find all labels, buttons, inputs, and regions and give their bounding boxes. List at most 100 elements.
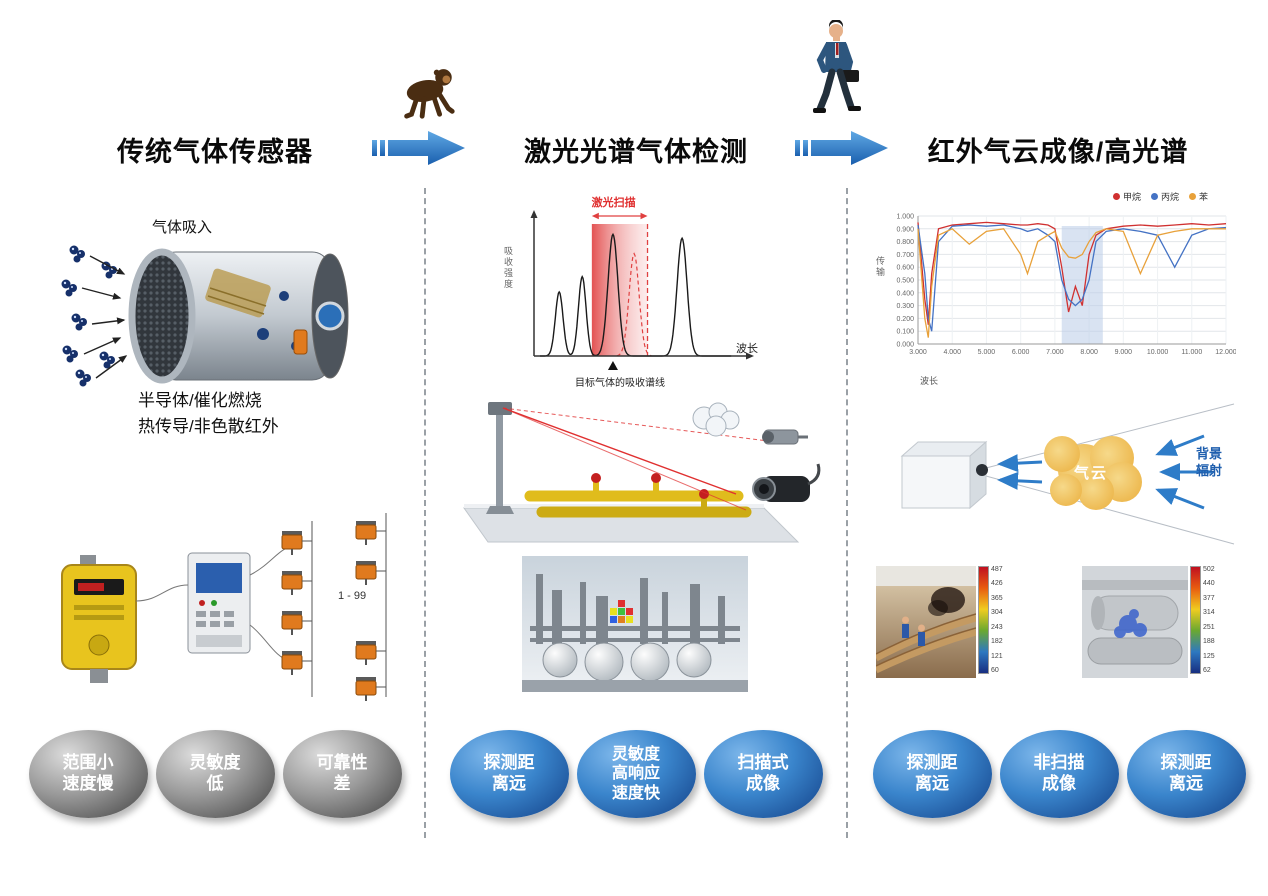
- remote-detector-icon: [355, 640, 377, 666]
- remote-detector-icon: [281, 530, 303, 556]
- svg-text:0.600: 0.600: [896, 265, 914, 272]
- sensor-principle-text: 半导体/催化燃烧 热传导/非色散红外: [138, 388, 279, 440]
- svg-text:7.000: 7.000: [1046, 349, 1064, 356]
- spectrum-y-axis-label: 吸收强度: [503, 246, 513, 290]
- svg-text:1.000: 1.000: [896, 214, 914, 221]
- imaging-camera-icon: [900, 440, 988, 510]
- legend-item: 苯: [1188, 190, 1208, 203]
- gas-molecule-icon: [62, 345, 78, 363]
- target-gas-note: 目标气体的吸收谱线: [575, 378, 665, 389]
- stage3-title: 红外气云成像/高光谱: [927, 137, 1189, 167]
- gas-leak-cloud-icon: [692, 402, 740, 437]
- thermal-colorbar: [1190, 566, 1201, 674]
- gas-molecule-icon: [61, 279, 77, 297]
- benefit-badge: 探测距离远: [1126, 730, 1246, 818]
- detector-count-label: 1 - 99: [338, 590, 367, 602]
- absorption-spectrum-chart: 激光扫描 目标气体的吸收谱线 波长 吸收强度: [500, 190, 764, 408]
- laser-mast: [496, 410, 503, 506]
- svg-text:0.100: 0.100: [896, 329, 914, 336]
- svg-text:0.500: 0.500: [896, 278, 914, 285]
- gas-molecule-icon: [71, 313, 87, 331]
- svg-text:8.000: 8.000: [1080, 349, 1098, 356]
- svg-text:4.000: 4.000: [943, 349, 961, 356]
- benefit-badge: 可靠性差: [282, 730, 402, 818]
- svg-text:11.000: 11.000: [1181, 349, 1202, 356]
- radiation-arrow: [997, 454, 1043, 473]
- gas-visualization-overlay: [610, 600, 633, 623]
- gas-intake-label: 气体吸入: [152, 219, 213, 236]
- benefit-badge: 灵敏度高响应速度快: [576, 730, 696, 818]
- svg-text:6.000: 6.000: [1012, 349, 1030, 356]
- stage1-title: 传统气体传感器: [117, 137, 313, 167]
- monkey-icon: [388, 58, 466, 127]
- gas-molecule-icon: [69, 245, 85, 263]
- radiation-arrow: [997, 471, 1043, 490]
- detector-network-illustration: [50, 505, 408, 715]
- svg-text:3.000: 3.000: [909, 349, 927, 356]
- radiation-arrow: [1155, 488, 1205, 510]
- gas-plume-overlay: [1114, 609, 1147, 638]
- svg-text:12.000: 12.000: [1215, 349, 1236, 356]
- handheld-detector-icon: [762, 429, 808, 445]
- principle-line-1: 半导体/催化燃烧: [138, 391, 262, 410]
- svg-text:0.300: 0.300: [896, 303, 914, 310]
- advantage-badges-infrared: 探测距离远非扫描成像探测距离远: [868, 730, 1250, 818]
- svg-text:5.000: 5.000: [978, 349, 996, 356]
- svg-text:0.700: 0.700: [896, 252, 914, 259]
- benefit-badge: 范围小速度慢: [28, 730, 148, 818]
- svg-text:0.200: 0.200: [896, 316, 914, 323]
- svg-text:0.400: 0.400: [896, 290, 914, 297]
- refinery-towers: [530, 574, 740, 644]
- sensor-mesh-face: [128, 248, 196, 384]
- remote-detector-icon: [355, 560, 377, 586]
- gas-sensor-illustration: [58, 236, 378, 401]
- svg-text:0.900: 0.900: [896, 226, 914, 233]
- transmission-spectra-chart: 甲烷丙烷苯 0.000 0.100 0.200 0.300 0.400 0.500 0.60…: [874, 190, 1236, 388]
- benefit-badge: 探测距离远: [872, 730, 992, 818]
- svg-text:9.000: 9.000: [1115, 349, 1133, 356]
- stage2-title: 激光光谱气体检测: [524, 137, 748, 167]
- svg-text:0.800: 0.800: [896, 239, 914, 246]
- chart-legend: 甲烷丙烷苯: [1112, 190, 1208, 203]
- gas-cloud-imaging-diagram: 气云 背景 辐射: [874, 398, 1240, 550]
- worker-figures: [902, 616, 925, 646]
- remote-detector-icon: [355, 520, 377, 546]
- principle-line-2: 热传导/非色散红外: [138, 417, 279, 436]
- laser-detection-scene: [446, 390, 826, 565]
- column-divider-1: [424, 188, 426, 838]
- column-divider-2: [846, 188, 848, 838]
- radiation-arrow: [1155, 434, 1205, 456]
- transmission-y-axis-label: 传输: [875, 256, 885, 278]
- svg-text:10.000: 10.000: [1147, 349, 1169, 356]
- refinery-photo: [522, 556, 748, 697]
- background-radiation-label: 背景 辐射: [1196, 446, 1223, 478]
- benefit-badge: 非扫描成像: [999, 730, 1119, 818]
- legend-item: 甲烷: [1112, 190, 1141, 203]
- thermal-colorbar: [978, 566, 989, 674]
- evolution-arrow-2-icon: [795, 129, 889, 172]
- benefit-badge: 灵敏度低: [155, 730, 275, 818]
- evolution-arrow-1-icon: [372, 129, 466, 172]
- remote-detector-icon: [281, 570, 303, 596]
- svg-text:0.000: 0.000: [896, 342, 914, 349]
- controller-device: [187, 552, 251, 654]
- gas-cloud-shape: [1044, 436, 1142, 510]
- businessman-icon: [806, 19, 868, 123]
- remote-detector-icon: [281, 650, 303, 676]
- remote-detector-icon: [281, 610, 303, 636]
- laser-beam: [502, 407, 737, 495]
- gas-molecule-icon: [75, 369, 91, 387]
- gas-detector-device: [61, 555, 137, 683]
- laser-scan-label: 激光扫描: [591, 197, 636, 209]
- benefit-badge: 扫描式成像: [703, 730, 823, 818]
- drawback-badges: 范围小速度慢灵敏度低可靠性差: [24, 730, 406, 818]
- legend-item: 丙烷: [1150, 190, 1179, 203]
- transmission-x-axis-label: 波长: [920, 376, 939, 386]
- benefit-badge: 探测距离远: [449, 730, 569, 818]
- storage-spheres: [542, 642, 712, 682]
